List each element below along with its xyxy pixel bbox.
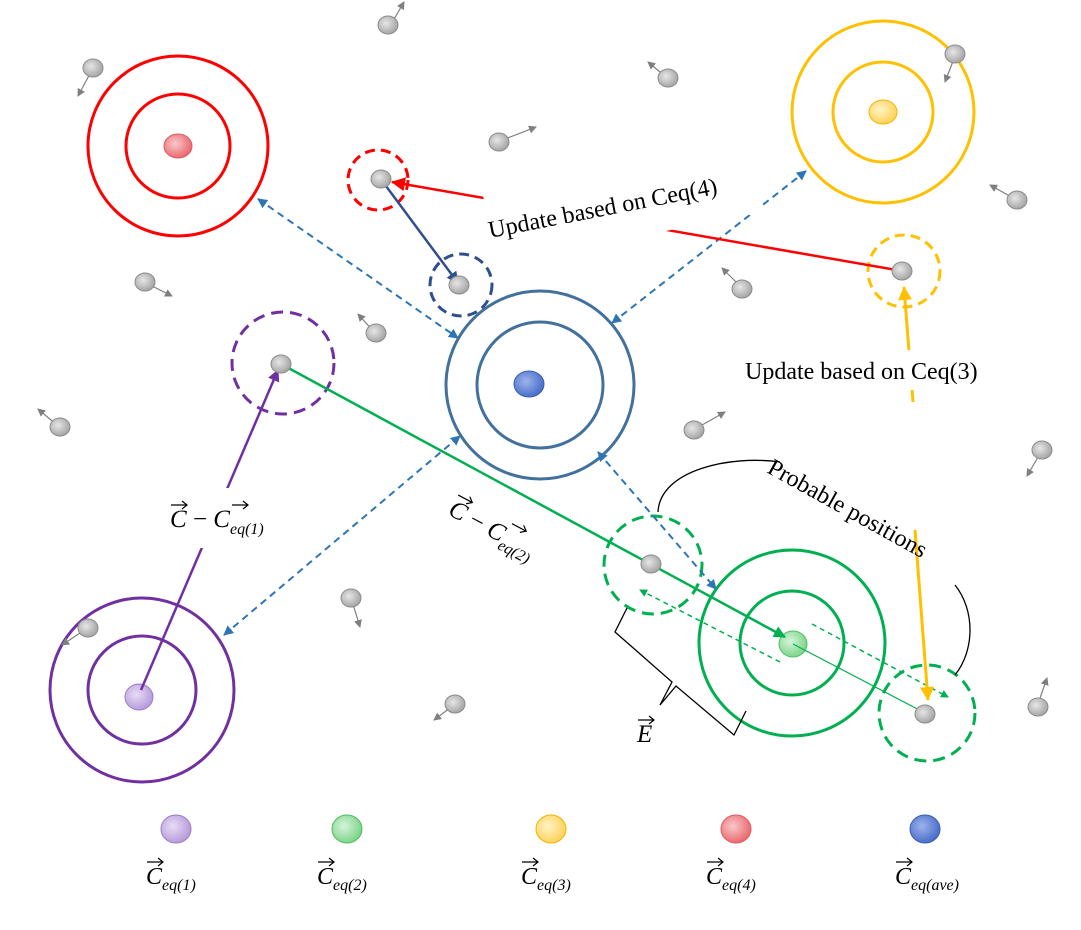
dashed-circle-green-right (877, 663, 977, 763)
ceq3-yellow-rings (790, 19, 976, 205)
particle (433, 694, 466, 721)
yellow-update-arrow-down (913, 529, 934, 701)
label-c-minus-ceq1: C − Ceq(1) (170, 500, 264, 538)
vector-arrow (707, 857, 724, 867)
particle (134, 272, 173, 297)
dashed-circle-red (346, 148, 410, 212)
label-mask-ceq1 (160, 488, 310, 548)
vector-arrow (522, 857, 539, 867)
particle-in-green-dashed-right (914, 704, 936, 724)
legend-item-ceqave: Ceq(ave) (895, 814, 959, 894)
legend-swatch (535, 814, 567, 844)
particle (1026, 440, 1053, 477)
legend-swatch (720, 814, 752, 844)
legend-item-ceq1: Ceq(1) (146, 814, 196, 894)
label-mask-ceq3 (740, 350, 1020, 390)
legend-swatch (331, 814, 363, 844)
particle (989, 184, 1028, 210)
particle-in-navy-dashed (448, 275, 470, 295)
blue-arrow-red (257, 198, 459, 339)
dashed-blue-arrows (223, 170, 807, 636)
legend: Ceq(1) Ceq(2) Ceq(3) Ceq(4) Ceq(ave) (146, 814, 959, 894)
particles (37, 1, 1053, 724)
ceq4-red-rings (86, 54, 270, 238)
green-thin-line (792, 643, 926, 714)
particle (377, 1, 405, 35)
e-vector-brace (614, 607, 747, 737)
particle-in-purple-dashed (270, 354, 292, 374)
label-e-vector: E (636, 715, 655, 748)
probable-positions-arc (657, 459, 971, 676)
dashed-circle-yellow (866, 233, 942, 309)
legend-label: Ceq(ave) (895, 864, 959, 894)
svg-text:C − Ceq(1): C − Ceq(1) (170, 506, 264, 538)
blue-arrow-green (597, 451, 717, 590)
ceq4-red-center (163, 133, 193, 159)
particle (683, 411, 726, 440)
label-update-ceq3: Update based on Ceq(3) (745, 359, 978, 385)
navy-arrow (381, 181, 460, 284)
legend-label: Ceq(4) (706, 864, 756, 894)
green-dotted-arrows (639, 589, 949, 698)
legend-item-ceq2: Ceq(2) (317, 814, 367, 894)
vector-arrow (318, 857, 335, 867)
vector-arrow (896, 857, 913, 867)
particle (77, 58, 104, 97)
ceq1-purple-center (124, 683, 154, 711)
particle (647, 61, 679, 88)
legend-label: Ceq(2) (317, 864, 367, 894)
blue-arrow-purple (223, 435, 461, 636)
legend-swatch (909, 814, 941, 844)
ceq-ave-blue-rings (444, 289, 636, 481)
particle-in-red-dashed (370, 169, 392, 189)
particle (340, 588, 362, 628)
blue-arrow-yellow (611, 170, 807, 324)
ceq-ave-blue-center (513, 370, 545, 398)
particle-in-yellow-dashed (891, 261, 913, 281)
ceq2-green-rings (697, 548, 887, 738)
ceq1-purple-rings (48, 596, 236, 784)
green-main-arrow (280, 362, 786, 639)
particle (721, 267, 753, 299)
legend-item-ceq4: Ceq(4) (706, 814, 756, 894)
legend-label: Ceq(3) (521, 864, 571, 894)
legend-label: Ceq(1) (146, 864, 196, 894)
vector-arrow (147, 857, 164, 867)
legend-swatch (160, 814, 192, 844)
particle-in-green-dashed-left (640, 554, 662, 574)
ceq3-yellow-center (868, 99, 898, 125)
legend-item-ceq3: Ceq(3) (521, 814, 571, 894)
particle (357, 313, 387, 343)
label-mask-ceq4 (478, 122, 762, 264)
svg-text:E: E (636, 721, 652, 748)
particle (943, 44, 966, 83)
particle (488, 125, 537, 152)
particle (1027, 677, 1049, 717)
particle (61, 618, 99, 646)
label-probable-positions: Probable positions (763, 455, 931, 564)
label-c-minus-ceq2: C − Ceq(2) (444, 494, 533, 568)
particle (37, 408, 71, 437)
